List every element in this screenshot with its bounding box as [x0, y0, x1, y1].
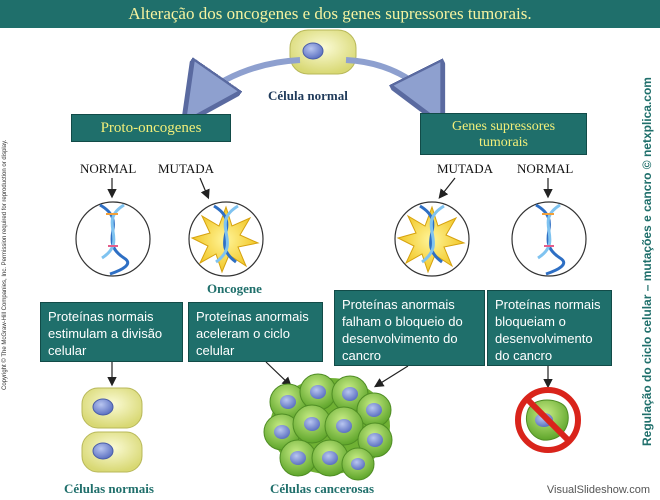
normal-cell-top [289, 29, 357, 75]
right-mutated-label: MUTADA [437, 161, 494, 176]
supp-mutated-box: Proteínas anormais falham o bloqueio do … [334, 290, 485, 366]
dna-circle-normal-2 [511, 201, 587, 277]
normal-cells-bottom [81, 387, 143, 473]
cancer-cell-cluster [263, 373, 393, 481]
prohibited-cancer-cell-icon [515, 387, 581, 453]
dna-circle-mutated-2 [394, 201, 470, 277]
arrow-left-mutated [199, 177, 210, 200]
left-normal-label: NORMAL [80, 161, 137, 176]
supp-normal-box: Proteínas normais bloqueiam o desenvolvi… [487, 290, 612, 366]
dna-circle-normal-1 [75, 201, 151, 277]
normal-cell-label: Célula normal [268, 88, 348, 103]
arrow-to-cancer-cells-right [373, 365, 409, 388]
right-normal-label: NORMAL [517, 161, 574, 176]
suppressor-genes-box: Genes supressores tumorais [420, 113, 587, 155]
normal-cells-label: Células normais [64, 481, 154, 496]
side-title: Regulação do ciclo celular – mutações e … [640, 77, 654, 446]
slide-title: Alteração dos oncogenes e dos genes supr… [0, 0, 660, 28]
cancer-cells-label: Células cancerosas [270, 481, 375, 496]
copyright-notice: Copyright © The McGraw-Hill Companies, I… [2, 139, 8, 390]
arrow-to-suppressor-genes [345, 57, 432, 104]
oncogene-label: Oncogene [207, 281, 262, 296]
watermark: VisualSlideshow.com [546, 484, 650, 496]
proto-normal-box: Proteínas normais estimulam a divisão ce… [40, 302, 183, 362]
left-mutated-label: MUTADA [158, 161, 215, 176]
proto-mutated-box: Proteínas anormais aceleram o ciclo celu… [188, 302, 323, 362]
dna-circle-mutated-1 [188, 201, 264, 277]
arrow-right-mutated [438, 177, 456, 199]
proto-oncogenes-box: Proto-oncogenes [71, 114, 231, 142]
arrow-to-cancer-cells-left [265, 361, 292, 387]
arrow-to-proto-oncogenes [197, 57, 301, 104]
